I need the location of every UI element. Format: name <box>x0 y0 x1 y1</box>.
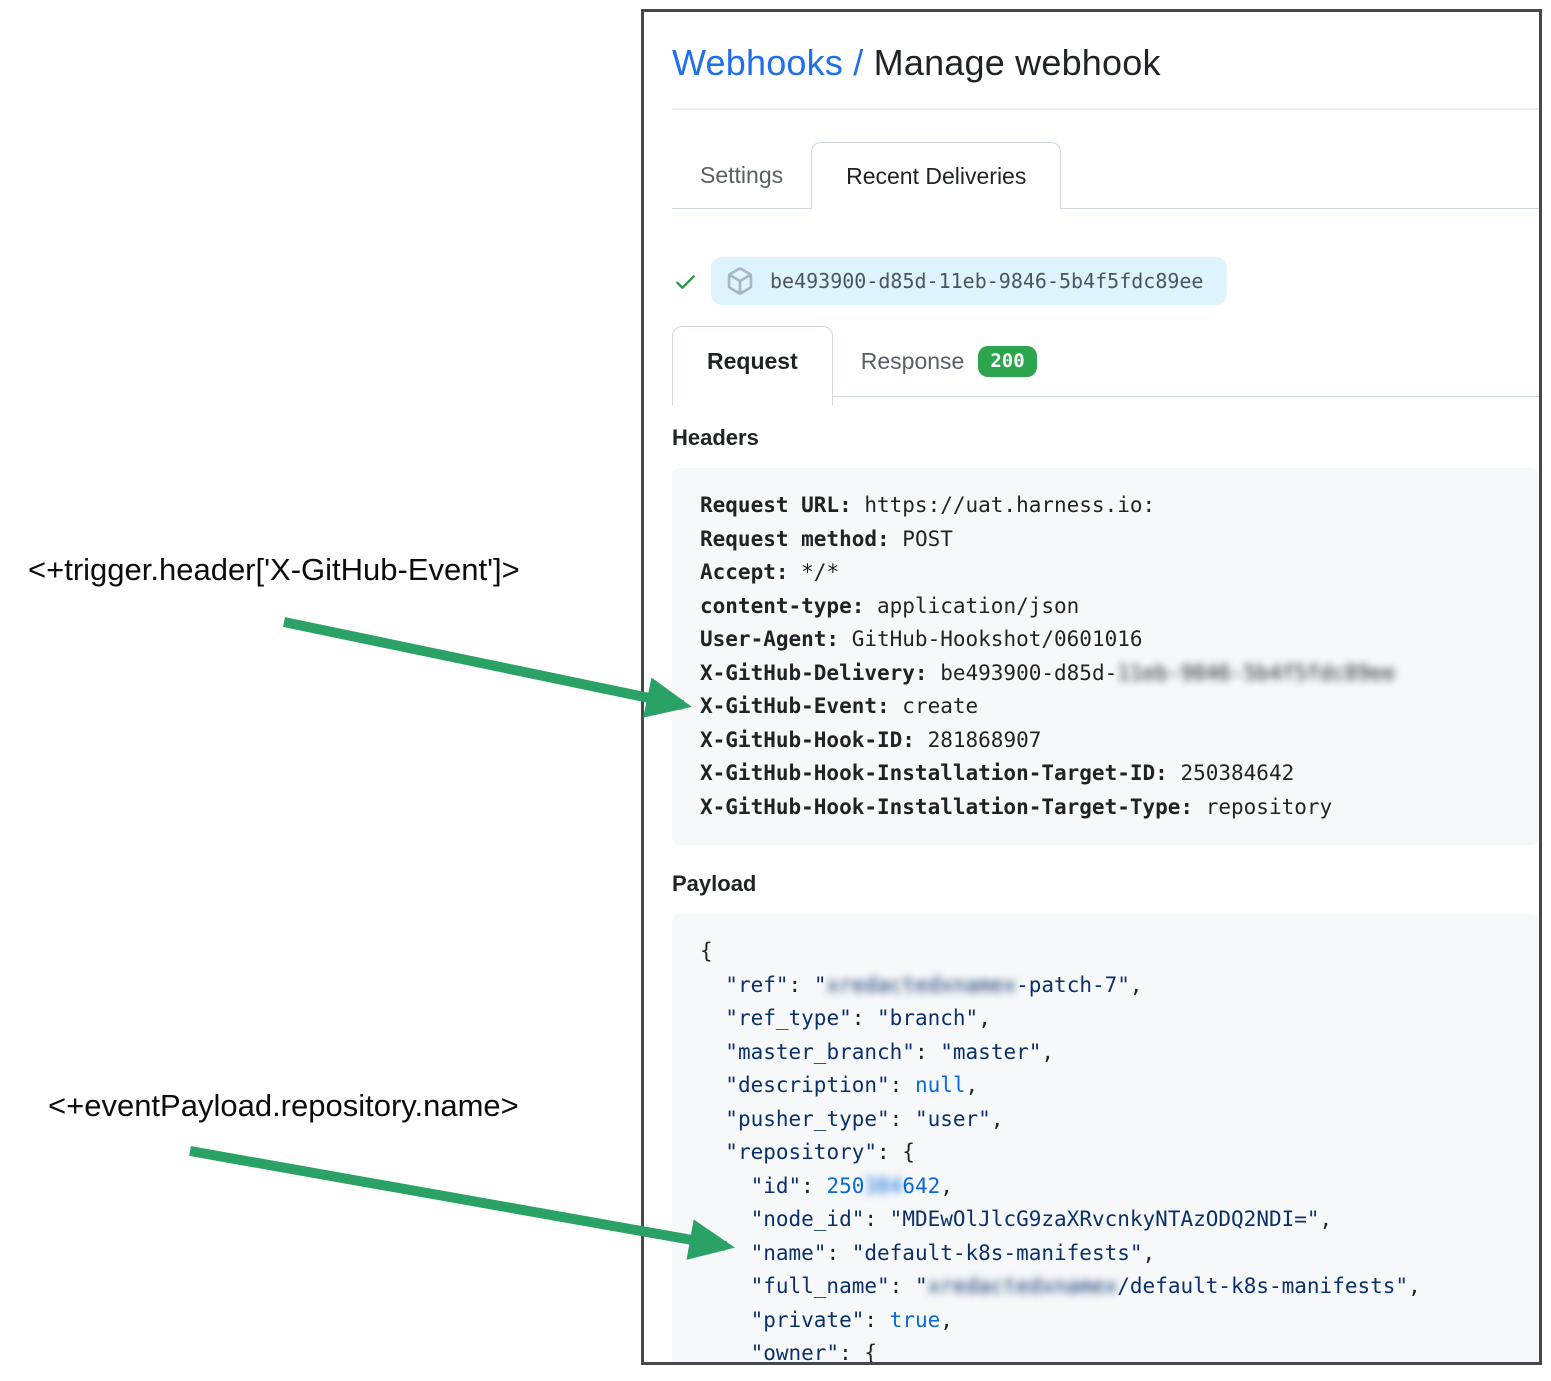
code-line: "node_id": "MDEwOlJlcG9zaXRvcnkyNTAzODQ2… <box>750 1207 1333 1231</box>
code-line: "ref_type": "branch", <box>725 1006 991 1030</box>
trigger-arrow <box>282 617 692 718</box>
page-title: Webhooks / Manage webhook <box>672 42 1539 84</box>
code-line: X-GitHub-Hook-ID: 281868907 <box>700 727 1042 752</box>
headers-codebox: Request URL: https://uat.harness.io: Requ… <box>672 468 1539 845</box>
code-line: "id": 250384642, <box>750 1173 953 1198</box>
payload-codebox: { "ref": "xredactedxnamex-patch-7", "ref… <box>672 914 1539 1365</box>
code-line: "pusher_type": "user", <box>725 1106 1004 1131</box>
screenshot-frame: Webhooks / Manage webhook Settings Recen… <box>641 9 1542 1365</box>
code-line: Request method: POST <box>700 526 953 551</box>
tab-request[interactable]: Request <box>672 326 833 405</box>
page-title-text: Manage webhook <box>873 42 1161 83</box>
code-line: X-GitHub-Delivery: be493900-d85d-11eb-98… <box>700 660 1396 685</box>
delivery-row: be493900-d85d-11eb-9846-5b4f5fdc89ee <box>672 257 1539 305</box>
code-line: "master_branch": "master", <box>725 1039 1055 1064</box>
code-line: { <box>700 939 713 963</box>
tab-recent-deliveries[interactable]: Recent Deliveries <box>811 142 1062 209</box>
payload-expression-annotation: <+eventPayload.repository.name> <box>48 1088 519 1123</box>
code-line: "description": null, <box>725 1073 979 1097</box>
response-status-badge: 200 <box>978 345 1037 377</box>
payload-section-title: Payload <box>672 871 757 896</box>
headers-section-title: Headers <box>672 425 759 450</box>
code-line: User-Agent: GitHub-Hookshot/0601016 <box>700 627 1143 651</box>
code-line: "ref": "xredactedxnamex-patch-7", <box>725 972 1143 997</box>
code-line: X-GitHub-Hook-Installation-Target-ID: 25… <box>700 761 1295 785</box>
request-response-tabs: Request Response 200 <box>672 326 1539 405</box>
delivery-guid-pill[interactable]: be493900-d85d-11eb-9846-5b4f5fdc89ee <box>711 257 1228 305</box>
delivery-guid: be493900-d85d-11eb-9846-5b4f5fdc89ee <box>770 269 1204 293</box>
code-line: X-GitHub-Event: create <box>700 694 979 718</box>
code-line: "name": "default-k8s-manifests", <box>750 1240 1156 1265</box>
code-line: Request URL: https://uat.harness.io: <box>700 493 1156 517</box>
code-line: X-GitHub-Hook-Installation-Target-Type: … <box>700 794 1333 819</box>
title-divider <box>672 108 1539 110</box>
code-line: "owner": { <box>750 1341 878 1365</box>
tab-settings[interactable]: Settings <box>700 161 784 188</box>
check-icon <box>672 268 698 294</box>
code-line: Accept: */* <box>700 560 840 584</box>
webhook-tabs: Settings Recent Deliveries <box>672 142 1539 209</box>
code-line: "full_name": "xredactedxnamex/default-k8… <box>750 1274 1421 1298</box>
breadcrumb-webhooks-link[interactable]: Webhooks <box>672 42 844 83</box>
code-line: "private": true, <box>750 1307 953 1332</box>
tab-response[interactable]: Response 200 <box>833 326 1065 396</box>
webhook-page: Webhooks / Manage webhook Settings Recen… <box>644 42 1539 1365</box>
trigger-expression-annotation: <+trigger.header['X-GitHub-Event']> <box>28 552 520 587</box>
tab-response-label: Response <box>860 347 965 374</box>
breadcrumb-separator: / <box>843 42 874 83</box>
code-line: "repository": { <box>725 1140 915 1164</box>
package-icon <box>726 267 754 295</box>
code-line: content-type: application/json <box>700 593 1080 618</box>
